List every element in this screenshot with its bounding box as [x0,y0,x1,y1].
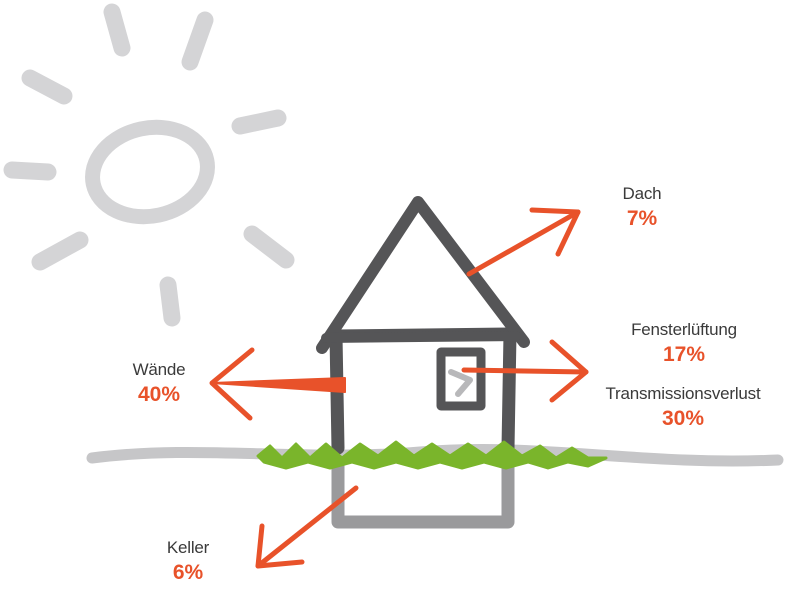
arrow-fenster [461,339,589,403]
label-transmission-value: 30% [661,407,705,430]
arrow-keller [255,485,359,569]
label-transmission-name: Transmissionsverlust [605,384,761,403]
label-transmission: Transmissionsverlust 30% [588,384,778,431]
house-icon [316,196,530,455]
label-dach-name: Dach [622,184,662,203]
arrow-dach [466,207,581,277]
label-dach: Dach 7% [612,184,672,231]
grass-icon [256,440,608,470]
label-keller: Keller 6% [155,538,221,585]
label-keller-name: Keller [166,538,210,557]
label-waende-name: Wände [132,360,186,379]
sun-icon [3,3,295,327]
label-dach-value: 7% [626,207,658,230]
label-fenster-name: Fensterlüftung [631,320,737,339]
label-keller-value: 6% [172,561,204,584]
arrow-waende [209,347,346,421]
label-fenster: Fensterlüftung 17% [612,320,756,367]
arrows [209,207,589,569]
basement-outline [331,458,515,529]
label-fenster-value: 17% [662,343,706,366]
label-waende: Wände 40% [124,360,194,407]
label-waende-value: 40% [137,383,181,406]
